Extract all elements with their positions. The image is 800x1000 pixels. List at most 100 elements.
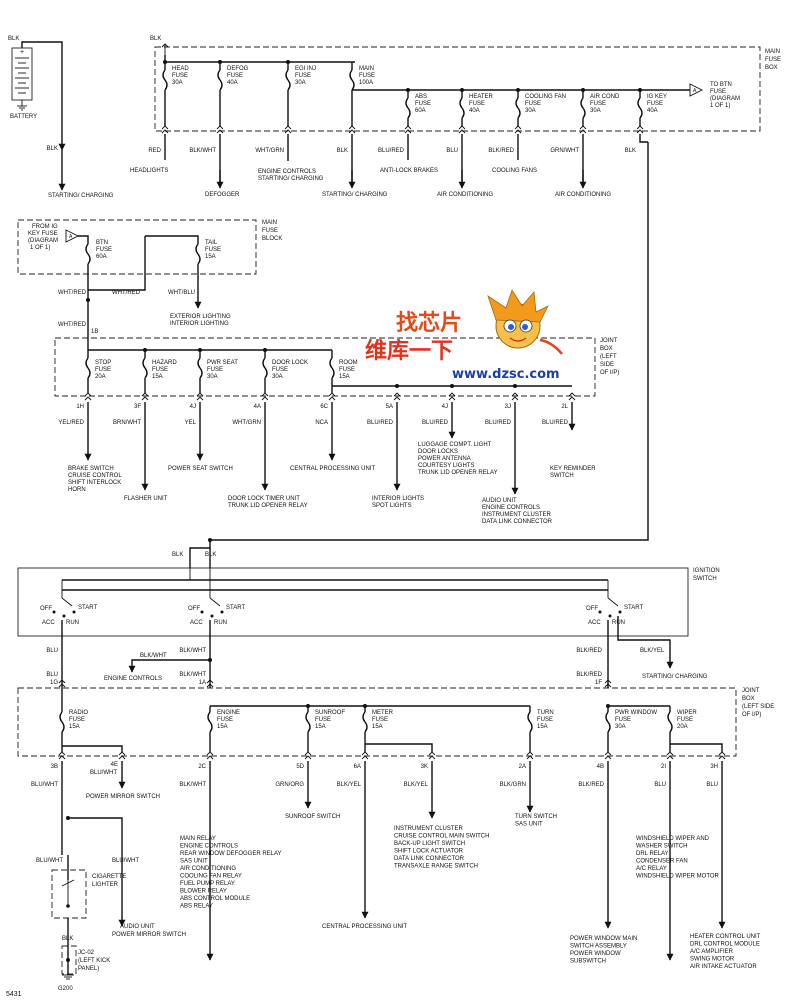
connector-mark <box>526 751 534 760</box>
svg-text:15A: 15A <box>217 724 228 730</box>
pin-label: 4B <box>597 764 604 770</box>
svg-text:COURTESY LIGHTS: COURTESY LIGHTS <box>418 463 474 469</box>
cigarette-lighter <box>51 869 87 919</box>
svg-text:ENGINE CONTROLS: ENGINE CONTROLS <box>258 169 316 175</box>
ignition-switch-box <box>17 567 689 637</box>
main-fuse-block-label: MAIN FUSE BLOCK <box>262 220 282 242</box>
svg-text:INTERIOR LIGHTS: INTERIOR LIGHTS <box>372 496 424 502</box>
svg-text:15A: 15A <box>205 254 216 260</box>
fuse-symbol <box>637 97 643 119</box>
pin-label: 3J <box>505 404 511 410</box>
branch-dest: POWER MIRROR SWITCH <box>86 794 160 800</box>
svg-text:TAIL: TAIL <box>205 240 218 246</box>
svg-text:AIR CONDITIONING: AIR CONDITIONING <box>555 192 611 198</box>
svg-text:COOLING FANS: COOLING FANS <box>492 168 537 174</box>
svg-text:FUSE: FUSE <box>765 57 781 63</box>
svg-text:WINDSHIELD WIPER MOTOR: WINDSHIELD WIPER MOTOR <box>636 874 720 880</box>
svg-text:ROOM: ROOM <box>339 360 358 366</box>
connector-mark <box>666 751 674 760</box>
ig-key-wire-label: BLK <box>625 148 636 154</box>
svg-text:INSTRUMENT CLUSTER: INSTRUMENT CLUSTER <box>394 826 464 832</box>
svg-text:15A: 15A <box>315 724 326 730</box>
svg-text:SWITCH: SWITCH <box>693 576 717 582</box>
block-wire-2: WHT/RED <box>112 290 141 296</box>
svg-text:EXTERIOR LIGHTING: EXTERIOR LIGHTING <box>170 314 231 320</box>
svg-text:ABS: ABS <box>415 94 427 100</box>
svg-text:JOINT: JOINT <box>600 338 618 344</box>
svg-text:15A: 15A <box>372 724 383 730</box>
start-label: START <box>78 605 97 611</box>
svg-text:FUSE: FUSE <box>227 73 243 79</box>
pin-label: 2I <box>661 764 666 770</box>
svg-text:COOLING FAN: COOLING FAN <box>525 94 566 100</box>
svg-text:HEATER CONTROL UNIT: HEATER CONTROL UNIT <box>690 934 761 940</box>
svg-text:30A: 30A <box>207 374 218 380</box>
svg-text:METER: METER <box>372 710 394 716</box>
svg-text:CONDENSER FAN: CONDENSER FAN <box>636 859 688 865</box>
svg-text:DRL CONTROL MODULE: DRL CONTROL MODULE <box>690 942 760 948</box>
svg-text:FUEL PUMP RELAY: FUEL PUMP RELAY <box>180 881 235 887</box>
pin-label: 4J <box>190 404 196 410</box>
svg-text:30A: 30A <box>295 80 306 86</box>
svg-text:(LEFT SIDE: (LEFT SIDE <box>742 704 774 710</box>
svg-text:DOOR LOCKS: DOOR LOCKS <box>418 449 458 455</box>
off-label: OFF <box>40 606 52 612</box>
svg-text:FUSE: FUSE <box>205 247 221 253</box>
svg-text:30A: 30A <box>615 724 626 730</box>
svg-text:OF I/P): OF I/P) <box>600 370 619 376</box>
acc2-pin: 1F <box>595 680 602 686</box>
ign-in-wire-2: BLK <box>205 552 216 558</box>
figure-id: 5431 <box>6 991 22 998</box>
fuse-dest: ANTI-LOCK BRAKES <box>380 168 438 174</box>
cig-wire-in: BLU/WHT <box>36 858 63 864</box>
svg-text:COOLING FAN RELAY: COOLING FAN RELAY <box>180 874 242 880</box>
connector-mark <box>261 392 269 401</box>
svg-text:1 OF 1): 1 OF 1) <box>710 103 730 109</box>
wire-label: BLK/YEL <box>404 782 429 788</box>
connector-mark <box>514 125 522 134</box>
ig-key-wire <box>639 134 648 143</box>
fuse-symbol <box>59 711 65 733</box>
svg-text:MAIN: MAIN <box>262 220 277 226</box>
svg-text:CIGARETTE: CIGARETTE <box>92 874 126 880</box>
connector-mark <box>118 751 126 760</box>
start-wire: BLK/YEL <box>640 648 665 654</box>
svg-text:FUSE: FUSE <box>415 101 431 107</box>
start-label: START <box>624 605 643 611</box>
connector-mark <box>328 392 336 401</box>
fuse-dest: HEADLIGHTS <box>130 168 168 174</box>
svg-text:IGNITION: IGNITION <box>693 568 720 574</box>
fuse-symbol <box>162 69 168 91</box>
svg-text:ABS CONTROL MODULE: ABS CONTROL MODULE <box>180 896 250 902</box>
svg-text:PANEL): PANEL) <box>78 966 99 972</box>
svg-text:BRAKE SWITCH: BRAKE SWITCH <box>68 466 114 472</box>
engine-branch-dest: ENGINE CONTROLS <box>104 676 162 682</box>
svg-text:RADIO: RADIO <box>69 710 88 716</box>
connector-mark <box>196 392 204 401</box>
pin-label: 2C <box>198 764 206 770</box>
svg-text:SWING MOTOR: SWING MOTOR <box>690 957 735 963</box>
svg-text:(LEFT KICK: (LEFT KICK <box>78 958 110 964</box>
connector-mark <box>604 679 612 688</box>
svg-text:POWER ANTENNA: POWER ANTENNA <box>418 456 471 462</box>
run-label: RUN <box>214 620 227 626</box>
fuse-symbol <box>580 97 586 119</box>
